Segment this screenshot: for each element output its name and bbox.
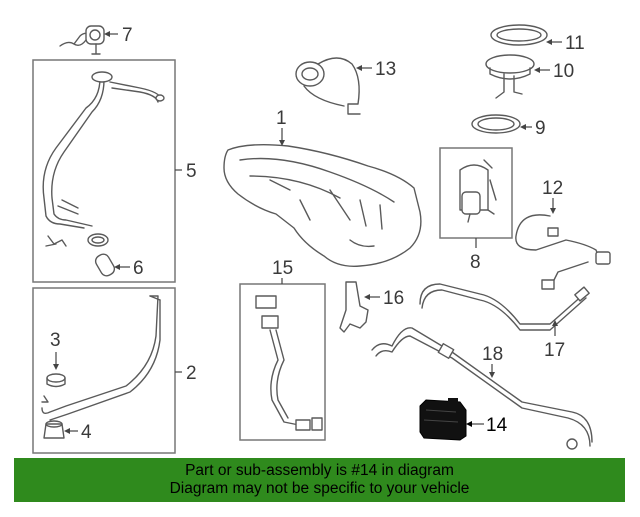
callout-6: 6 (133, 258, 144, 279)
part-2-tank-strap[interactable] (41, 295, 161, 421)
callout-5: 5 (186, 161, 197, 182)
callout-7: 7 (122, 25, 133, 46)
callout-4: 4 (81, 422, 92, 443)
banner-line-disclaimer: Diagram may not be specific to your vehi… (169, 480, 470, 497)
info-banner: Part or sub-assembly is #14 in diagram D… (14, 458, 625, 502)
callout-8: 8 (470, 252, 481, 273)
part-16-bracket[interactable] (339, 281, 369, 333)
callout-2: 2 (186, 363, 197, 384)
callout-18: 18 (482, 344, 503, 365)
callout-9: 9 (535, 118, 546, 139)
part-17-fuel-line[interactable] (419, 283, 590, 331)
part-15-hose-assembly[interactable] (255, 295, 323, 431)
part-14-control-module[interactable] (419, 398, 467, 441)
callout-14: 14 (486, 415, 508, 436)
part-9-gasket[interactable] (471, 114, 521, 134)
callout-15: 15 (272, 258, 293, 279)
banner-line-part: Part or sub-assembly is #14 in diagram (185, 462, 454, 479)
part-11-lock-ring[interactable] (490, 24, 548, 46)
part-8-fuel-pump[interactable] (459, 159, 497, 223)
callout-3: 3 (50, 330, 61, 351)
callout-10: 10 (553, 61, 574, 82)
callout-16: 16 (383, 288, 404, 309)
callout-12: 12 (542, 178, 563, 199)
group-box-5 (32, 59, 176, 283)
part-4-nut[interactable] (43, 420, 65, 439)
callout-1: 1 (276, 108, 287, 129)
callout-11: 11 (565, 33, 585, 54)
part-1-fuel-tank[interactable] (223, 143, 422, 267)
part-10-sender-top[interactable] (485, 54, 535, 99)
part-13-vapor-valve[interactable] (295, 57, 361, 115)
callout-17: 17 (544, 340, 565, 361)
part-12-wire-harness[interactable] (515, 214, 611, 290)
part-6-hose-clamp[interactable] (87, 233, 117, 278)
part-7-valve[interactable] (59, 25, 105, 55)
part-18-vent-line[interactable] (371, 327, 593, 450)
group-box-2 (32, 287, 176, 454)
callout-13: 13 (375, 59, 396, 80)
part-3-bushing[interactable] (46, 373, 66, 388)
part-5-filler-pipe[interactable] (42, 71, 165, 247)
